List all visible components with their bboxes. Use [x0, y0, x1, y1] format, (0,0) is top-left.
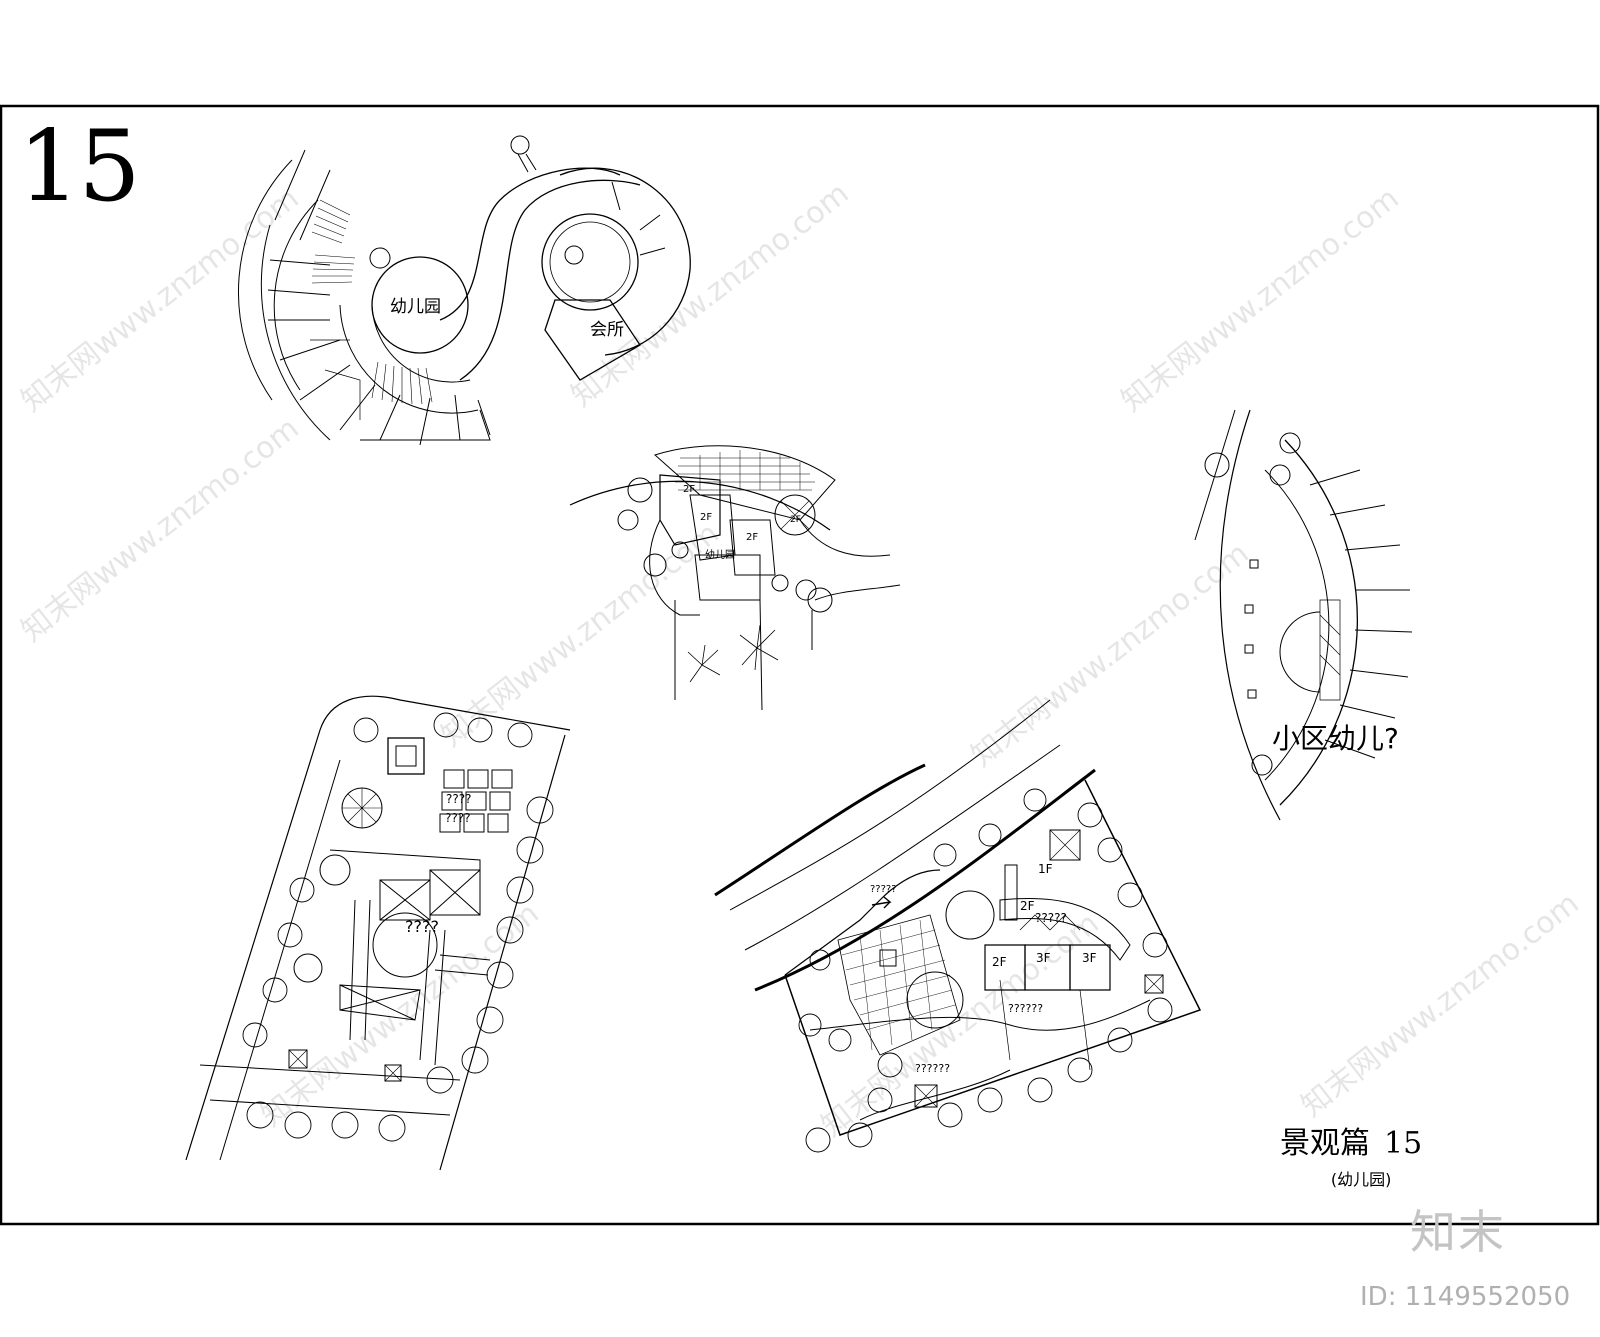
palm-icon — [687, 624, 779, 683]
label-site-2f-q: ????? — [1035, 911, 1067, 925]
plan-residential-site: ????? 1F 2F ????? 2F 3F 3F ?????? ?????? — [714, 699, 1202, 1153]
sheet-title: 景观篇 — [1280, 1126, 1370, 1161]
label-site-3f-b: 3F — [1082, 951, 1097, 965]
label-grid-q: ???? — [446, 792, 471, 806]
label-site-3f-a: 3F — [1036, 951, 1051, 965]
label-site-q-bottom: ?????? — [915, 1062, 950, 1075]
label-kindergarten: 幼儿园 — [390, 297, 441, 317]
sheet-subtitle: (幼儿园) — [1330, 1170, 1392, 1189]
label-crescent-community: 小区幼儿? — [1272, 722, 1399, 755]
brand-logo: 知末 — [1410, 1205, 1506, 1259]
plan-crescent-community: 小区幼儿? — [1194, 409, 1413, 821]
label-site-q-lower: ?????? — [1008, 1002, 1043, 1015]
title-block: 景观篇 15 (幼儿园) — [1280, 1118, 1422, 1190]
plan-kindergarten-site: ???? ???? ???? — [185, 695, 571, 1171]
label-clubhouse: 会所 — [590, 320, 624, 340]
sheet-frame — [0, 104, 1600, 1226]
plan-spiral-kindergarten: 幼儿园 会所 — [237, 135, 691, 446]
sheet-title-number: 15 — [1384, 1126, 1423, 1161]
plan-villa-garden: 2F 2F 2F 2F 幼儿园 — [569, 445, 901, 711]
label-courtyard-q: ???? — [405, 917, 439, 936]
label-site-1f: 1F — [1038, 862, 1053, 876]
label-villa-garden: 幼儿园 — [705, 548, 735, 561]
label-villa-2f-a: 2F — [683, 484, 695, 495]
label-villa-2f-c: 2F — [746, 532, 758, 543]
label-villa-2f-d: 2F — [790, 515, 801, 525]
sheet-number: 15 — [18, 110, 141, 224]
label-site-2f: 2F — [1020, 899, 1035, 913]
label-villa-2f-b: 2F — [700, 512, 712, 523]
label-site-2f-b: 2F — [992, 955, 1007, 969]
asset-id: ID: 1149552050 — [1360, 1282, 1571, 1312]
label-road-q: ????? — [870, 884, 897, 895]
label-grid-q2: ???? — [445, 811, 470, 825]
